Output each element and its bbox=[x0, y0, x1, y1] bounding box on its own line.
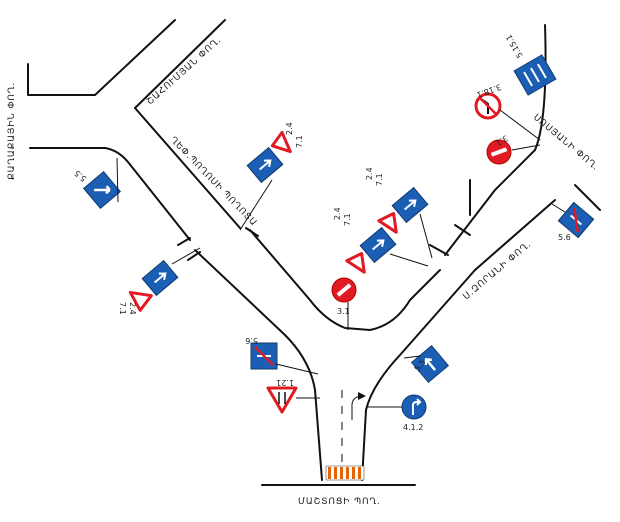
road-tick-4 bbox=[429, 244, 449, 256]
arrow-icon bbox=[258, 159, 272, 171]
street-name-right: ՍՈՍՅԱՆԻ ՓՈՂ. bbox=[531, 113, 600, 173]
street-name-top-3: ՂԵՓ.ՊՈՂՈՍԻ ՊՈՂՈՏԱ bbox=[168, 135, 259, 229]
sign-code-2-4-center-a: 2.4 bbox=[365, 167, 374, 180]
sign-5-15-1 bbox=[513, 54, 557, 96]
sign-1-21 bbox=[266, 386, 298, 414]
road-tick-3 bbox=[245, 227, 259, 237]
sign-code-7-1-center-a: 7.1 bbox=[375, 173, 384, 186]
pedestrian-crossing bbox=[325, 465, 365, 481]
road-tick-5 bbox=[454, 224, 471, 236]
road-edge-diagonal-upper2 bbox=[134, 107, 241, 229]
road-edge-center-inner bbox=[249, 229, 441, 331]
arrow-icon bbox=[94, 185, 111, 195]
sign-code-7-1-top: 7.1 bbox=[295, 135, 304, 148]
sign-2-4-7-1-top bbox=[246, 130, 292, 184]
sign-3-1-right bbox=[486, 139, 512, 165]
sign-5-5-left bbox=[82, 170, 122, 210]
sign-3-1-center bbox=[331, 277, 357, 303]
road-edge-lower-right2 bbox=[361, 199, 556, 481]
street-name-bottom: ՄԱՇՏՈՑԻ ՊՈՂ. bbox=[298, 497, 381, 507]
end-restriction-icon bbox=[254, 346, 274, 366]
sign-code-4-1-2: 4.1.2 bbox=[403, 423, 423, 432]
lane-arrows-icon bbox=[523, 63, 547, 87]
sign-code-5-5-left: 5.5 bbox=[73, 168, 89, 183]
road-tick-1 bbox=[177, 237, 191, 246]
sign-2-4-7-1-left bbox=[128, 259, 179, 312]
road-edge-right-upper bbox=[444, 24, 547, 256]
street-name-left: ՔԱՂԱՔԱՅԻՆ ՓՈՂ. bbox=[7, 82, 17, 180]
end-restriction-icon bbox=[573, 207, 579, 233]
sign-2-4-7-1-center-b bbox=[345, 226, 397, 274]
sign-4-1-2 bbox=[401, 394, 427, 420]
arrow-icon bbox=[403, 199, 417, 211]
sign-code-5-15-1: 5.15.1 bbox=[504, 33, 525, 60]
sign-code-5-6-right: 5.6 bbox=[558, 233, 571, 242]
sign-code-2-4-top: 2.4 bbox=[285, 122, 294, 135]
arrow-icon bbox=[153, 272, 167, 284]
street-name-top-2: ՇԱՀՈՒՄՅԱՆ ՓՈՂ. bbox=[145, 35, 223, 107]
yield-triangle-icon bbox=[128, 290, 153, 312]
sign-code-1-21: 1.21 bbox=[276, 378, 294, 387]
lane-turn-arrowhead bbox=[358, 392, 366, 400]
sign-3-18-1 bbox=[474, 92, 502, 120]
sign-code-7-1-left: 7.1 bbox=[118, 302, 127, 315]
sign-5-6-right bbox=[557, 201, 595, 239]
sign-2-4-7-1-center-a bbox=[377, 186, 429, 234]
arrow-icon bbox=[371, 239, 385, 251]
road-edges bbox=[27, 19, 601, 486]
road-edge-diagonal-upper bbox=[134, 19, 226, 109]
yield-triangle-icon bbox=[345, 252, 366, 274]
sign-5-5-center-right bbox=[410, 344, 450, 384]
sign-code-2-4-left: 2.4 bbox=[128, 302, 137, 315]
leader-lines bbox=[116, 109, 566, 408]
road-edge-topleft-1 bbox=[27, 19, 176, 96]
road-edge-lower-right bbox=[574, 184, 601, 211]
sign-code-3-1-center: 3.1 bbox=[337, 307, 350, 316]
road-edge-topleft-2 bbox=[29, 147, 191, 241]
yield-triangle-icon bbox=[270, 130, 292, 154]
sign-code-2-4-center-b: 2.4 bbox=[333, 207, 342, 220]
yield-triangle-icon bbox=[377, 212, 398, 234]
sign-code-7-1-center-b: 7.1 bbox=[343, 213, 352, 226]
road-edge-left-down bbox=[194, 249, 323, 481]
two-way-traffic-icon bbox=[266, 386, 298, 414]
sign-5-6-center bbox=[250, 342, 278, 370]
sign-code-5-6-center: 5.6 bbox=[245, 336, 258, 345]
arrow-icon bbox=[424, 358, 437, 371]
